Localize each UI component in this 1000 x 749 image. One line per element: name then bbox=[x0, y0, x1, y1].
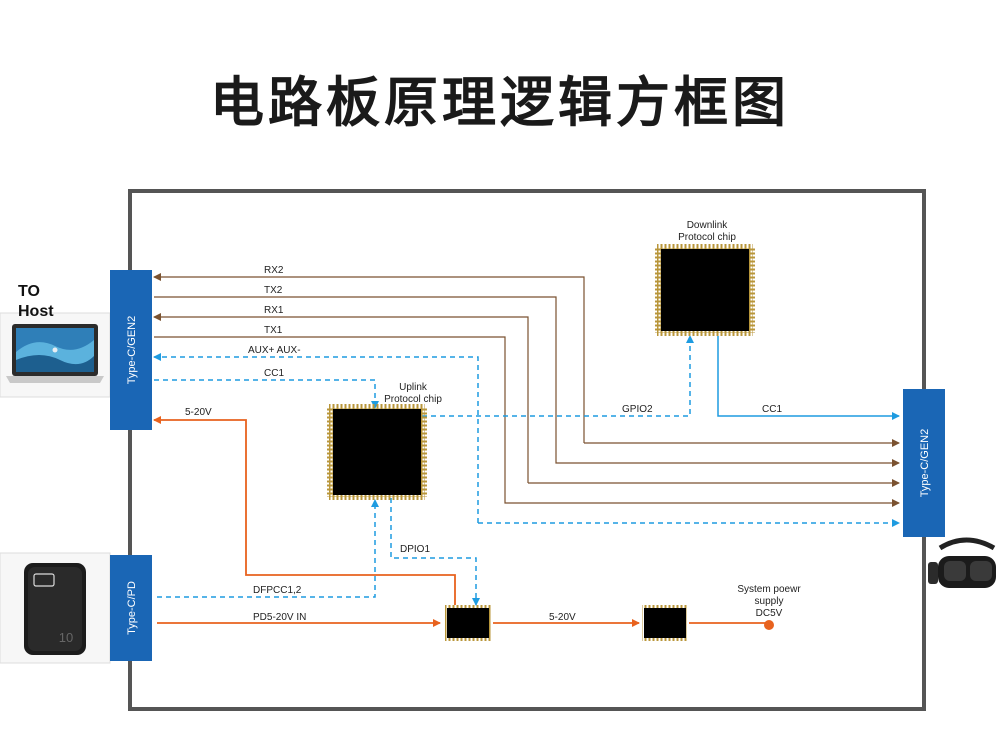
system-supply-label-3: DC5V bbox=[756, 608, 783, 619]
pd-controller-chip bbox=[445, 605, 491, 641]
host-label-1: TO bbox=[18, 283, 40, 300]
host-label-2: Host bbox=[18, 303, 54, 320]
tx1-label: TX1 bbox=[264, 325, 283, 336]
rx2-label: RX2 bbox=[264, 265, 284, 276]
port-left-bottom: Type-C/PD bbox=[110, 555, 152, 661]
dfpcc-line bbox=[157, 499, 379, 598]
uplink-chip bbox=[327, 404, 427, 500]
gpio2-label: GPIO2 bbox=[622, 404, 653, 415]
uplink-chip-label-1: Uplink bbox=[399, 382, 428, 393]
dpio1-label: DPIO1 bbox=[400, 544, 430, 555]
system-supply-label-1: System poewr bbox=[737, 584, 801, 595]
aux-label: AUX+ AUX- bbox=[248, 345, 301, 356]
v-5-20-left-label: 5-20V bbox=[185, 407, 212, 418]
v-5-20-mid-label: 5-20V bbox=[549, 612, 576, 623]
power-bank-icon: 10 bbox=[24, 563, 86, 655]
rx1-line bbox=[153, 313, 529, 483]
uplink-chip-label-2: Protocol chip bbox=[384, 394, 442, 405]
dc-converter-chip bbox=[642, 605, 688, 641]
rx1-label: RX1 bbox=[264, 305, 284, 316]
power-bank-text: 10 bbox=[59, 630, 73, 645]
board-frame bbox=[128, 189, 926, 711]
laptop-icon bbox=[6, 324, 104, 383]
cc1-right-line bbox=[717, 336, 900, 420]
pd-in-label: PD5-20V IN bbox=[253, 612, 306, 623]
rx2-line bbox=[153, 273, 585, 443]
downlink-chip bbox=[655, 244, 755, 336]
system-supply-label-2: supply bbox=[755, 596, 784, 607]
page-title: 电路板原理逻辑方框图 bbox=[210, 71, 790, 134]
port-right-label: Type-C/GEN2 bbox=[919, 429, 931, 497]
dpio1-line bbox=[390, 498, 480, 606]
downlink-chip-label-1: Downlink bbox=[687, 220, 729, 231]
vr-headset-icon bbox=[928, 537, 996, 588]
port-left-bottom-label: Type-C/PD bbox=[126, 581, 138, 635]
downlink-chip-label-2: Protocol chip bbox=[678, 232, 736, 243]
dfpcc-label: DFPCC1,2 bbox=[253, 585, 302, 596]
port-right: Type-C/GEN2 bbox=[903, 389, 945, 537]
port-left-top-label: Type-C/GEN2 bbox=[126, 316, 138, 384]
tx1-line bbox=[154, 336, 900, 507]
cc1-right-label: CC1 bbox=[762, 404, 782, 415]
cc1-left-label: CC1 bbox=[264, 368, 284, 379]
aux-line bbox=[153, 353, 479, 523]
tx2-label: TX2 bbox=[264, 285, 283, 296]
v-5-20-left-line bbox=[153, 416, 456, 605]
port-left-top: Type-C/GEN2 bbox=[110, 270, 152, 430]
cc1-left-line bbox=[154, 379, 379, 409]
dc5v-output-dot bbox=[764, 620, 774, 630]
tx2-line bbox=[154, 296, 900, 467]
